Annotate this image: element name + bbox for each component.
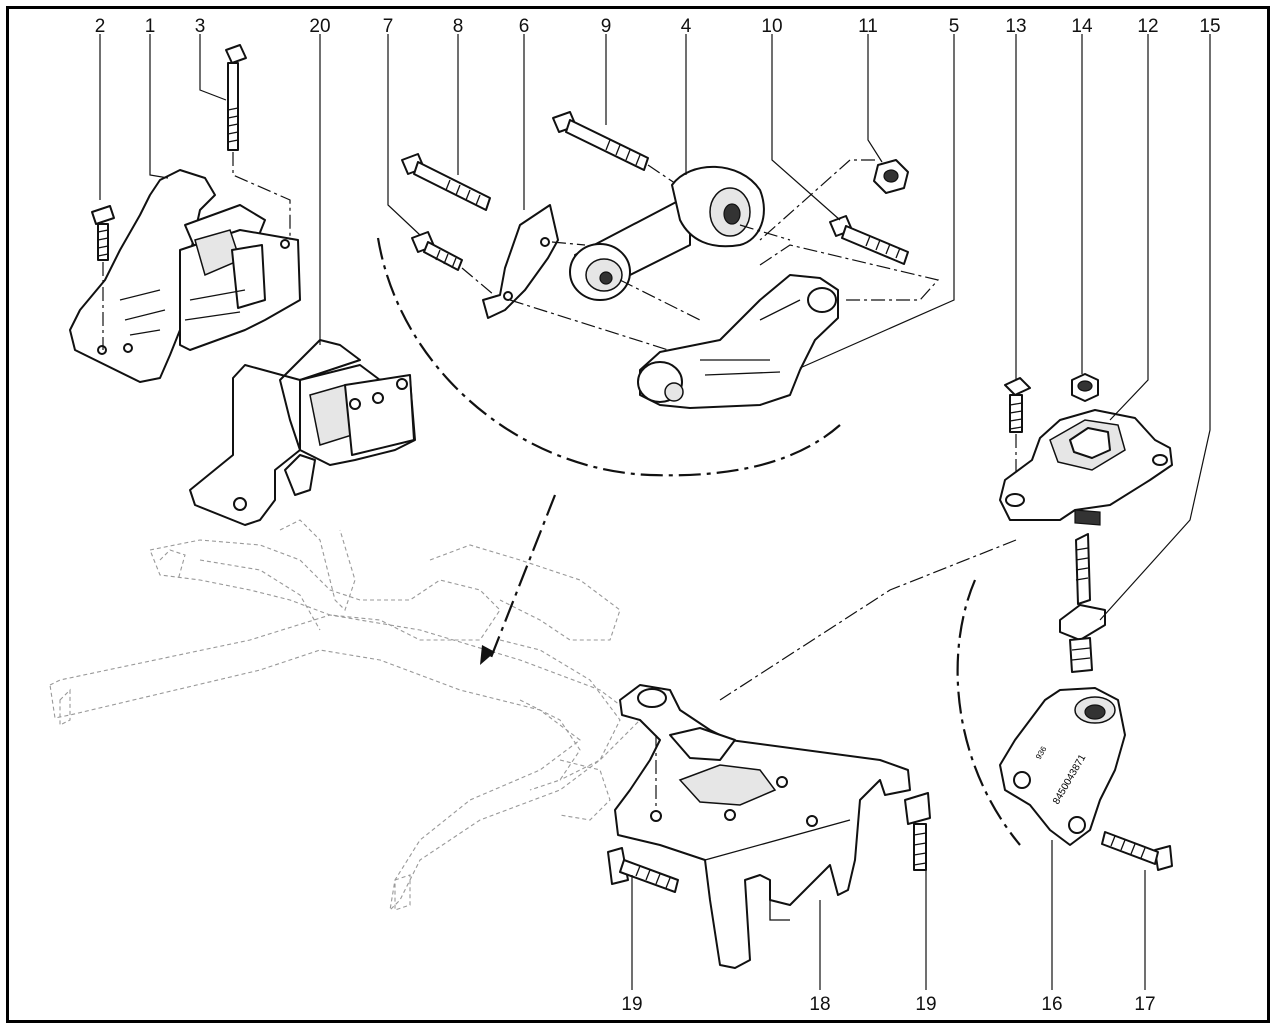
part-5-lower-arm xyxy=(637,274,839,409)
callout-17: 17 xyxy=(1134,994,1155,1015)
part-10-bolt xyxy=(759,215,940,301)
right-group-arc xyxy=(956,579,1021,846)
callout-3: 3 xyxy=(195,16,206,37)
callout-19-left: 19 xyxy=(621,994,642,1015)
part-18-bracket xyxy=(614,684,911,969)
callout-19-right: 19 xyxy=(915,994,936,1015)
callout-18: 18 xyxy=(809,994,830,1015)
part-9-bolt xyxy=(552,111,701,201)
callout-14: 14 xyxy=(1071,16,1093,37)
part-17-bolt xyxy=(1101,831,1173,871)
callout-9: 9 xyxy=(601,16,612,37)
callout-5: 5 xyxy=(949,16,960,37)
part-2-bolt xyxy=(91,205,115,350)
part-19-bolt-left xyxy=(607,847,679,893)
callout-1: 1 xyxy=(145,16,156,37)
part-20-mount xyxy=(189,339,416,526)
part-4-torque-rod xyxy=(569,165,791,321)
part-16-bracket: 8450043871 936 xyxy=(999,687,1126,846)
callout-10: 10 xyxy=(761,16,782,37)
callout-6: 6 xyxy=(519,16,530,37)
callout-8: 8 xyxy=(453,16,464,37)
part-11-nut xyxy=(759,159,909,241)
part-13-bolt xyxy=(1004,377,1031,500)
callout-7: 7 xyxy=(383,16,394,37)
part-8-bolt xyxy=(401,153,491,211)
part-14-nut xyxy=(1071,373,1099,402)
callout-16: 16 xyxy=(1041,994,1062,1015)
callout-20: 20 xyxy=(309,16,330,37)
part-3-bolt xyxy=(225,44,291,240)
callout-4: 4 xyxy=(681,16,692,37)
part-6-bracket xyxy=(482,204,701,361)
group-boundary-arc xyxy=(376,237,841,477)
part-12-mount xyxy=(999,409,1173,526)
centreline-13 xyxy=(719,539,1017,701)
part-15-stud xyxy=(1059,533,1106,673)
subframe-ghost xyxy=(49,519,641,912)
callout-2: 2 xyxy=(95,16,106,37)
part-19-bolt-right xyxy=(904,792,931,871)
callout-15: 15 xyxy=(1199,16,1220,37)
callout-labels: 2 1 3 20 7 8 6 9 4 10 11 5 13 14 12 15 1… xyxy=(95,16,1221,1015)
leader-lines xyxy=(99,34,1211,990)
part-1-engine-mount xyxy=(69,169,301,383)
callout-13: 13 xyxy=(1005,16,1026,37)
part-7-bolt xyxy=(411,231,501,301)
arrow-head xyxy=(480,645,495,665)
callout-11: 11 xyxy=(858,16,878,37)
location-arrow xyxy=(488,494,557,661)
callout-12: 12 xyxy=(1137,16,1158,37)
